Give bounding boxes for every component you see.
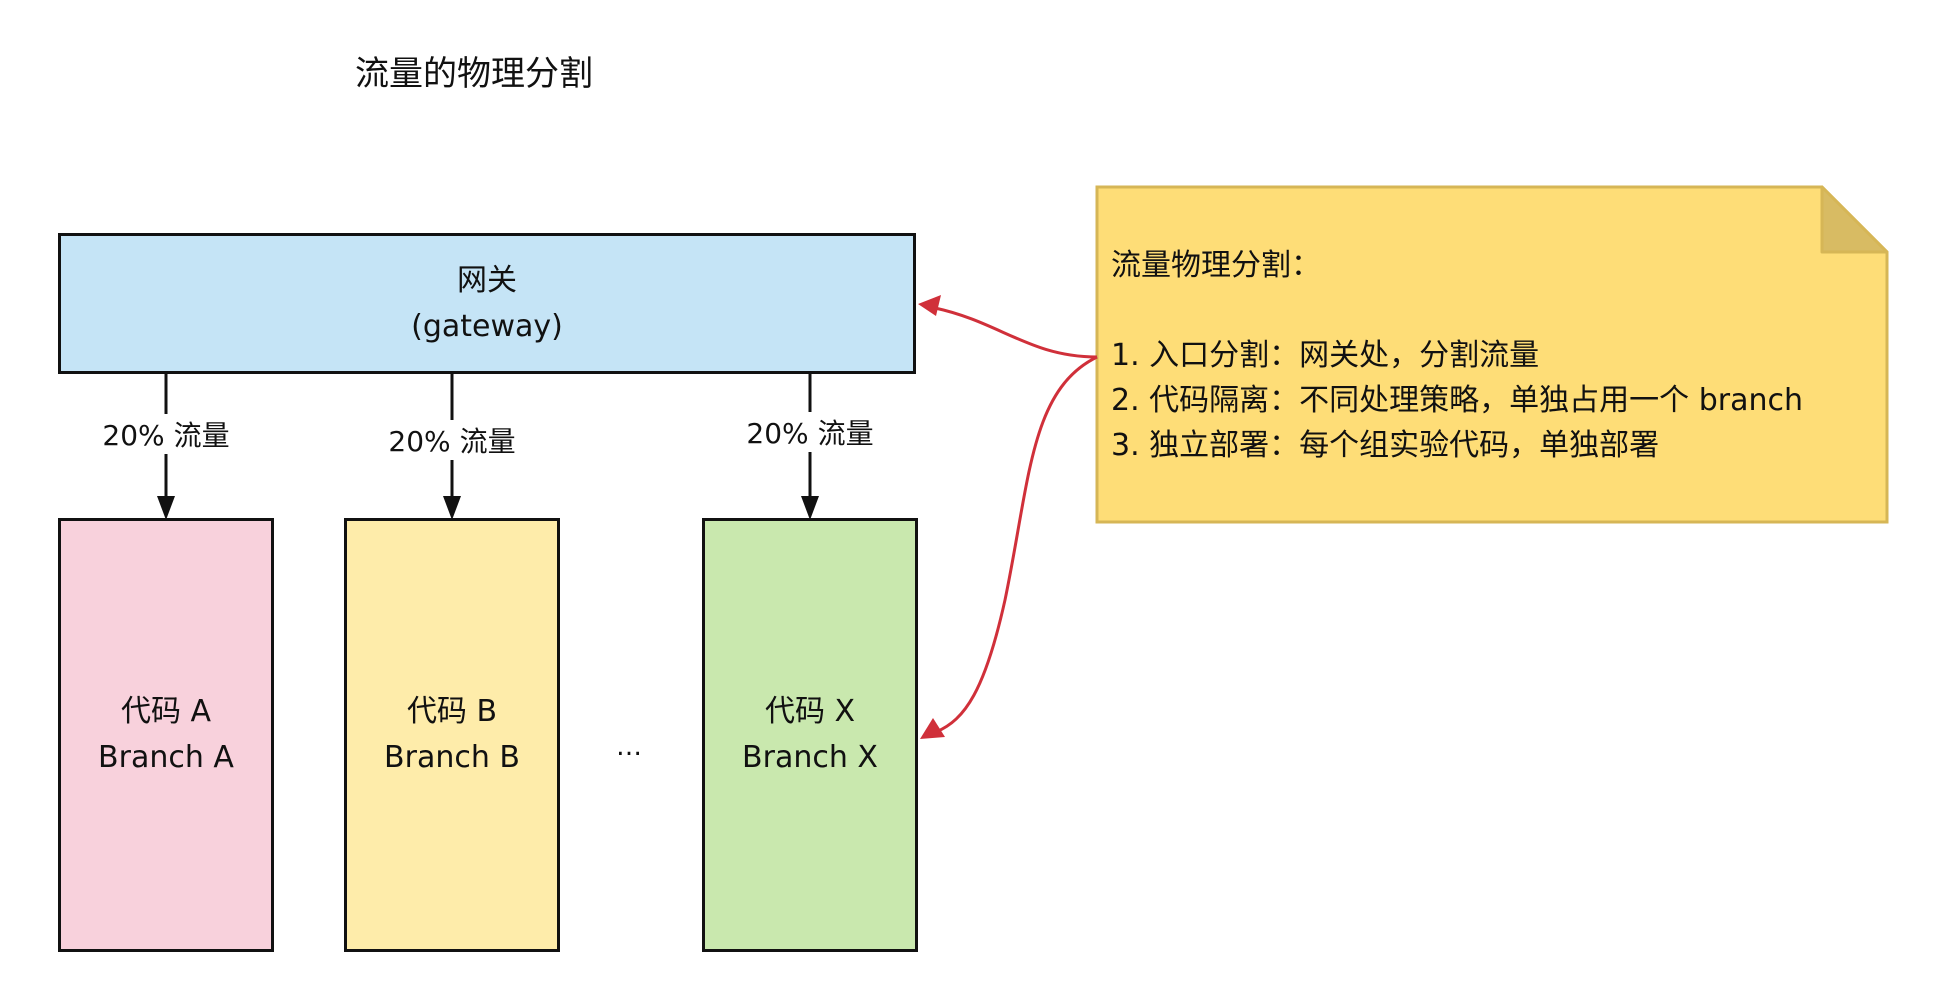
note-connectors	[934, 306, 1098, 734]
page-title: 流量的物理分割	[355, 54, 593, 94]
flow-label-b: 20% 流量	[385, 420, 519, 460]
connector-arrowhead-gateway	[918, 295, 941, 316]
note-item-2: 2. 代码隔离：不同处理策略，单独占用一个 branch	[1111, 383, 1803, 418]
connector-to-branch-x	[935, 355, 1098, 734]
connector-arrowhead-branch-x	[920, 718, 945, 739]
sticky-note[interactable]: 流量物理分割： 1. 入口分割：网关处，分割流量 2. 代码隔离：不同处理策略，…	[1097, 187, 1887, 522]
branch-a-box[interactable]: 代码 A Branch A	[58, 518, 274, 952]
flow-arrowhead-b	[443, 496, 461, 520]
branch-x-label: Branch X	[742, 740, 878, 775]
gateway-subtitle: (gateway)	[411, 308, 563, 344]
gateway-box[interactable]: 网关 (gateway)	[58, 233, 916, 374]
branch-x-code: 代码 X	[764, 694, 856, 729]
branch-a-code: 代码 A	[120, 694, 212, 729]
branch-a-label: Branch A	[98, 740, 234, 775]
more-branches-ellipsis: …	[616, 732, 642, 762]
gateway-name: 网关	[457, 262, 517, 298]
flow-label-a: 20% 流量	[99, 414, 233, 454]
flow-arrowhead-x	[801, 496, 819, 520]
flow-label-x: 20% 流量	[743, 412, 877, 452]
connector-to-gateway	[934, 306, 1098, 359]
note-item-1: 1. 入口分割：网关处，分割流量	[1111, 338, 1540, 373]
note-heading: 流量物理分割：	[1111, 248, 1321, 283]
branch-b-label: Branch B	[384, 740, 520, 775]
branch-x-box[interactable]: 代码 X Branch X	[702, 518, 918, 952]
branch-b-code: 代码 B	[406, 694, 498, 729]
note-item-3: 3. 独立部署：每个组实验代码，单独部署	[1111, 428, 1660, 463]
flow-arrowhead-a	[157, 496, 175, 520]
branch-b-box[interactable]: 代码 B Branch B	[344, 518, 560, 952]
note-spacer	[1111, 288, 1887, 333]
